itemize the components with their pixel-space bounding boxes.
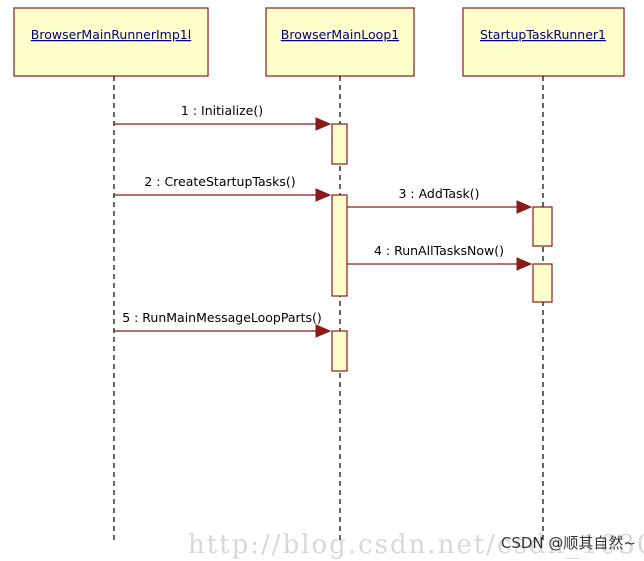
lifeline-box-startup-runner — [462, 7, 625, 77]
watermark-url: http://blog.csdn.net/csdn_1030 — [188, 530, 644, 560]
message-label: 4 : RunAllTasksNow() — [374, 243, 504, 258]
activation-main-loop-3 — [331, 330, 348, 372]
message-label: 5 : RunMainMessageLoopParts() — [122, 310, 322, 325]
lifeline-label-main-loop: BrowserMainLoop1 — [281, 27, 399, 42]
message-label: 2 : CreateStartupTasks() — [144, 174, 295, 189]
message-create-startup-tasks: 2 : CreateStartupTasks() — [114, 174, 332, 202]
lifeline-box-runner-impl — [13, 7, 209, 77]
lifeline-startup-runner: StartupTaskRunner1 — [462, 7, 625, 540]
arrowhead-icon — [516, 257, 533, 271]
arrowhead-icon — [315, 117, 332, 131]
lifeline-box-main-loop — [265, 7, 415, 77]
arrowhead-icon — [315, 324, 332, 338]
message-run-all-tasks-now: 4 : RunAllTasksNow() — [347, 243, 533, 271]
activation-main-loop-2 — [331, 194, 348, 297]
arrowhead-icon — [516, 200, 533, 214]
lifeline-label-startup-runner: StartupTaskRunner1 — [480, 27, 606, 42]
lifeline-runner-impl: BrowserMainRunnerImp1l — [13, 7, 209, 540]
activation-main-loop-1 — [331, 123, 348, 165]
message-initialize: 1 : Initialize() — [114, 103, 332, 131]
lifeline-main-loop: BrowserMainLoop1 — [265, 7, 415, 540]
message-label: 3 : AddTask() — [398, 186, 479, 201]
message-add-task: 3 : AddTask() — [347, 186, 533, 214]
activation-startup-runner-1 — [532, 206, 553, 247]
arrowhead-icon — [315, 188, 332, 202]
message-run-main-message-loop-parts: 5 : RunMainMessageLoopParts() — [114, 310, 332, 338]
activation-startup-runner-2 — [532, 263, 553, 303]
lifeline-label-runner-impl: BrowserMainRunnerImp1l — [31, 27, 191, 42]
watermark-credit: CSDN @顺其自然~ — [501, 534, 636, 552]
message-label: 1 : Initialize() — [181, 103, 263, 118]
